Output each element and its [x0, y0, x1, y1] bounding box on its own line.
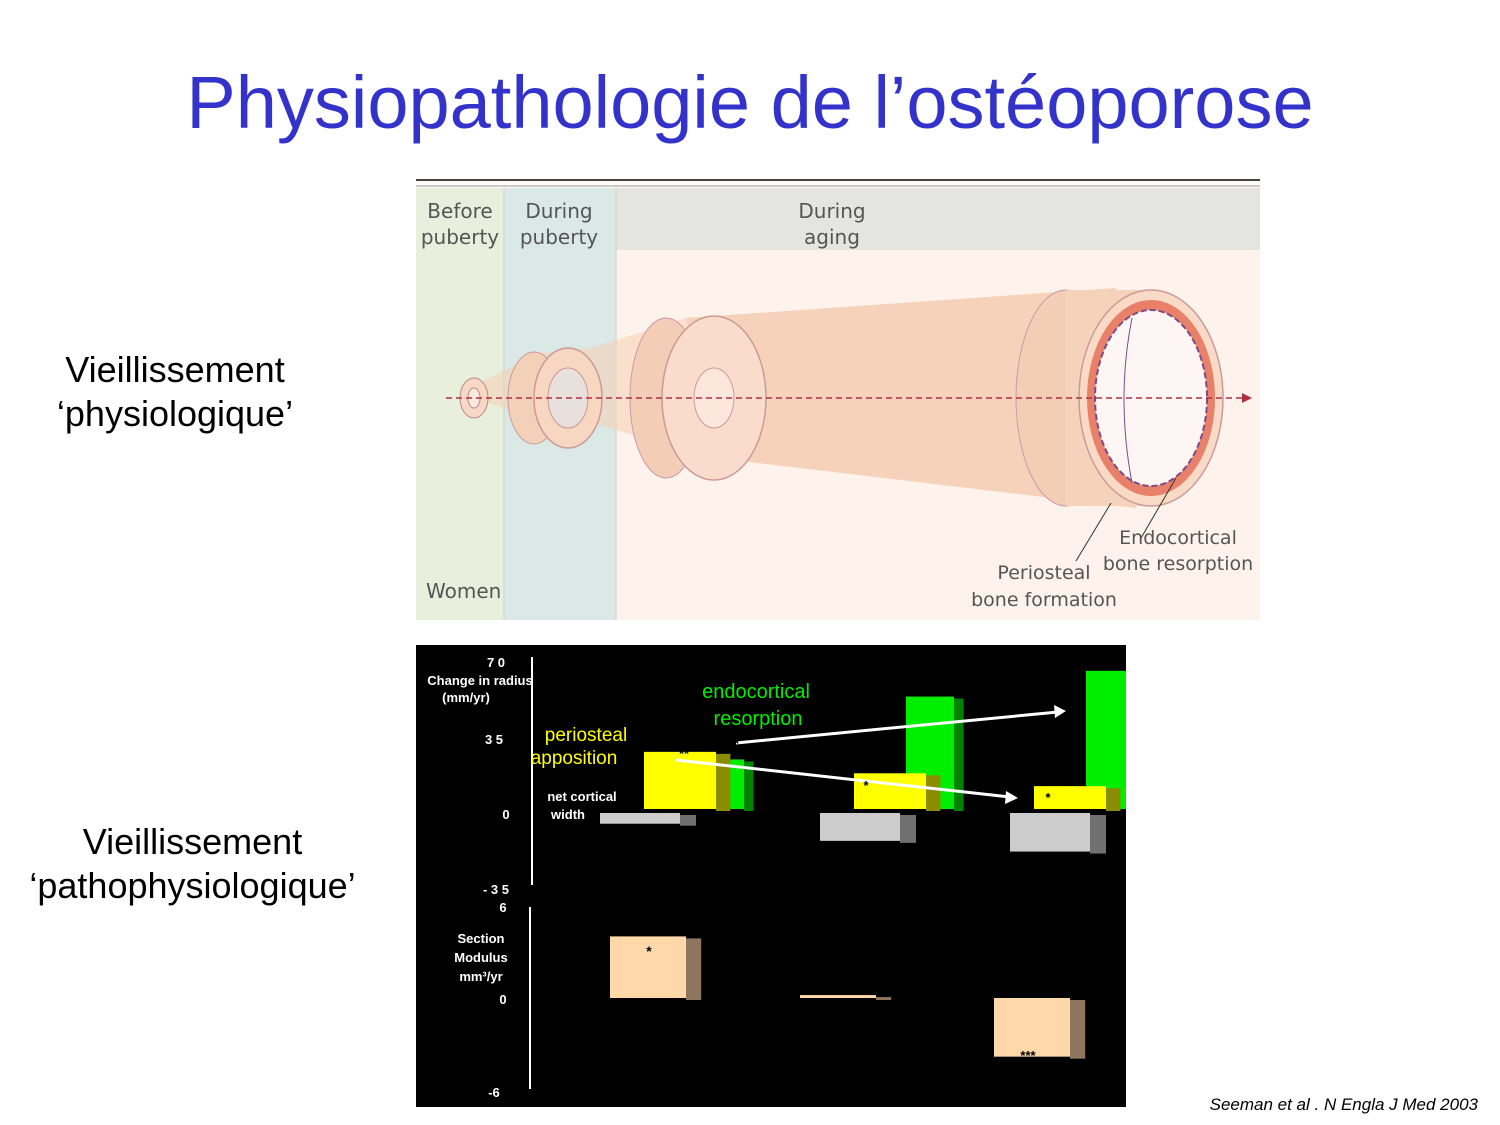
bar-section-modulus-g3 — [994, 998, 1070, 1057]
bar-net-g3-side — [1090, 815, 1106, 854]
leader-endocortical — [1140, 477, 1177, 539]
bottom-tick-0: 0 — [499, 992, 506, 1007]
bar-endocortical-g2-side — [954, 698, 964, 811]
bar-net-g2-side — [900, 815, 916, 843]
bottom-ylabel-line3: mm³/yr — [459, 969, 502, 984]
phase-band-during-aging-header — [616, 188, 1260, 250]
bottom-panel-bars — [610, 936, 1086, 1059]
trend-arrowhead-periosteal — [1005, 791, 1018, 804]
label-net-line1: net cortical — [547, 789, 616, 804]
bar-section-modulus-g2 — [800, 995, 876, 998]
star-g3-net: *** — [1020, 854, 1036, 869]
star-g1-endocortical: ** — [729, 736, 740, 751]
bar-endocortical-g3 — [1086, 670, 1126, 809]
bar-periosteal-g3 — [1034, 786, 1106, 809]
label-net-line2: width — [550, 807, 585, 822]
bottom-tick-6: 6 — [499, 900, 506, 915]
label-pathophysiological-aging: Vieillissement ‘pathophysiologique’ — [10, 820, 375, 908]
star-bottom-g1: * — [646, 943, 652, 959]
bar-section-modulus-g1 — [610, 936, 686, 998]
bar-periosteal-g3-side — [1106, 788, 1121, 811]
phase-puberty-line1: During — [525, 199, 592, 223]
trend-arrow-endocortical — [735, 710, 1059, 745]
bar-net-g1-side — [680, 815, 696, 826]
star-g2-endocortical: ** — [885, 708, 896, 723]
bar-section-modulus-g2-side — [876, 997, 892, 1000]
star-g1-net: *** — [630, 821, 646, 836]
label-physiological-line1: Vieillissement — [65, 349, 285, 390]
star-g1-periosteal: ** — [679, 746, 690, 761]
bone-aging-diagram: Before puberty During puberty During agi… — [416, 178, 1260, 620]
annotation-periosteal-line1: Periosteal — [997, 562, 1090, 584]
label-periosteal-line2: apposition — [531, 748, 618, 769]
bone-marrow-early-aging — [693, 367, 735, 429]
label-endocortical-line1: endocortical — [702, 681, 810, 703]
annotation-endocortical-line2: bone resorption — [1103, 553, 1253, 575]
leader-periosteal — [1075, 502, 1112, 562]
top-tick-0: 0 — [502, 807, 509, 822]
top-ylabel-line1: Change in radius — [427, 673, 532, 688]
bar-periosteal-g2-side — [926, 775, 941, 811]
trend-arrow-periosteal — [675, 758, 1011, 799]
bar-net-g3 — [1010, 813, 1090, 852]
bar-section-modulus-g1-side — [686, 938, 702, 1000]
bottom-ylabel-line1: Section — [458, 931, 505, 946]
top-tick-minus35: - 3 5 — [483, 882, 509, 897]
star-g3-periosteal: * — [1045, 790, 1051, 805]
bottom-tick-minus6: -6 — [488, 1085, 500, 1100]
phase-before-line1: Before — [427, 199, 492, 223]
bottom-ylabel-line2: Modulus — [454, 950, 507, 965]
bar-net-g2 — [820, 813, 900, 841]
slide-title: Physiopathologie de l’ostéoporose — [186, 61, 1314, 144]
bar-endocortical-g1-side — [744, 761, 754, 811]
label-pathophysiological-line2: ‘pathophysiologique’ — [29, 865, 356, 906]
label-pathophysiological-line1: Vieillissement — [82, 821, 303, 862]
citation: Seeman et al . N Engla J Med 2003 — [1209, 1095, 1478, 1114]
top-tick-70: 7 0 — [487, 655, 505, 670]
phase-aging-line2: aging — [804, 225, 860, 249]
label-periosteal-line1: periosteal — [545, 725, 627, 746]
bar-section-modulus-g3-side — [1070, 1000, 1086, 1059]
label-endocortical-line2: resorption — [714, 708, 803, 730]
axis-arrowhead — [1242, 393, 1252, 403]
top-panel-bars — [600, 670, 1126, 854]
star-g3-endocortical: *** — [1059, 690, 1075, 705]
bar-periosteal-g1-side — [716, 753, 731, 811]
phase-aging-line1: During — [798, 199, 865, 223]
label-physiological-line2: ‘physiologique’ — [56, 393, 294, 434]
marrow-inner-contour — [1123, 317, 1133, 484]
top-ylabel-line2: (mm/yr) — [442, 690, 490, 705]
annotation-periosteal-line2: bone formation — [971, 589, 1117, 611]
trend-arrowhead-endocortical — [1054, 705, 1066, 718]
top-tick-35: 3 5 — [485, 732, 503, 747]
bar-net-g1 — [600, 813, 680, 824]
label-physiological-aging: Vieillissement ‘physiologique’ — [20, 348, 330, 436]
phase-puberty-line2: puberty — [520, 225, 598, 249]
radius-change-chart: 7 0 Change in radius (mm/yr) 3 5 0 - 3 5… — [416, 645, 1126, 1107]
phase-before-line2: puberty — [421, 225, 499, 249]
star-g2-periosteal: * — [863, 778, 869, 793]
annotation-endocortical-line1: Endocortical — [1119, 527, 1237, 549]
star-bottom-g3: *** — [1020, 1048, 1036, 1063]
bar-periosteal-g2 — [854, 773, 926, 809]
population-label: Women — [426, 579, 501, 603]
